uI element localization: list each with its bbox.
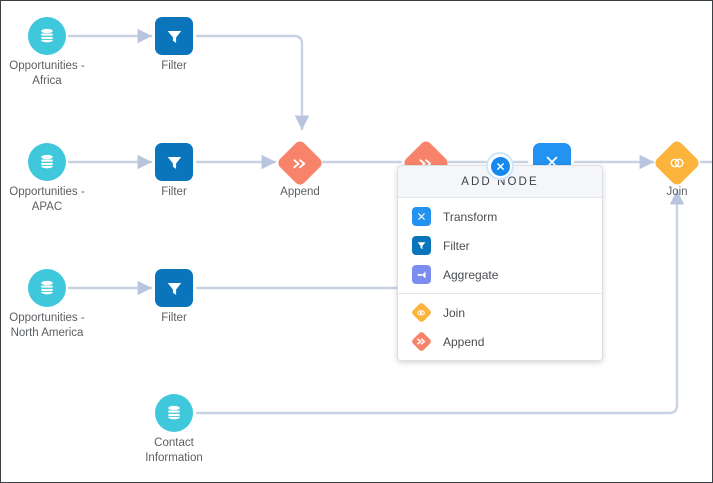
node-label: Filter: [161, 186, 187, 198]
database-icon[interactable]: [28, 143, 66, 181]
transform-icon: [412, 207, 431, 226]
append-arrows-glyph: [417, 338, 425, 345]
join-rings-glyph: [670, 158, 684, 168]
menu-item-label: Aggregate: [443, 267, 499, 282]
aggregate-icon: [412, 265, 431, 284]
funnel-glyph: [417, 242, 426, 250]
join-rings-icon: [410, 301, 433, 324]
close-popup-button[interactable]: [486, 152, 514, 180]
join-rings-icon[interactable]: [652, 138, 702, 188]
node-label: Filter: [161, 312, 187, 324]
database-icon[interactable]: [28, 269, 66, 307]
funnel-icon[interactable]: [155, 143, 193, 181]
aggregate-glyph: [417, 271, 425, 278]
funnel-glyph: [167, 282, 181, 295]
add-node-popup[interactable]: ADD NODE Transform Filter: [397, 152, 603, 361]
node-label: Append: [280, 186, 320, 198]
database-glyph: [168, 405, 180, 420]
close-x-glyph: [496, 162, 504, 170]
menu-section-combiners: Join Append: [398, 293, 602, 360]
database-icon[interactable]: [28, 17, 66, 55]
menu-item-aggregate[interactable]: Aggregate: [398, 260, 602, 289]
join-rings-glyph: [417, 310, 426, 315]
funnel-glyph: [167, 30, 181, 43]
node-label: Contact Information: [145, 437, 203, 464]
funnel-icon[interactable]: [155, 17, 193, 55]
append-arrows-glyph: [293, 158, 306, 168]
funnel-icon: [412, 236, 431, 255]
database-icon[interactable]: [155, 394, 193, 432]
menu-item-label: Append: [443, 334, 485, 349]
menu-item-join[interactable]: Join: [398, 298, 602, 327]
append-arrows-icon[interactable]: [275, 138, 325, 188]
node-label: Opportunities - APAC: [9, 186, 85, 213]
transform-glyph: [418, 213, 425, 220]
database-glyph: [41, 280, 53, 295]
node-label: Filter: [161, 60, 187, 72]
menu-item-transform[interactable]: Transform: [398, 202, 602, 231]
database-glyph: [41, 28, 53, 43]
menu-item-label: Filter: [443, 238, 470, 253]
append-arrows-icon: [410, 330, 433, 353]
close-icon: [490, 156, 510, 176]
funnel-icon[interactable]: [155, 269, 193, 307]
node-label: Join: [666, 186, 688, 198]
database-glyph: [41, 154, 53, 169]
menu-item-label: Transform: [443, 209, 498, 224]
node-label: Opportunities - North America: [9, 312, 85, 339]
funnel-glyph: [167, 156, 181, 169]
menu-section-transformations: Transform Filter Aggregate: [398, 198, 602, 293]
menu-item-label: Join: [443, 305, 466, 320]
menu-item-filter[interactable]: Filter: [398, 231, 602, 260]
menu-item-append[interactable]: Append: [398, 327, 602, 356]
edge-africa-filter-append: [195, 34, 310, 131]
node-label: Opportunities - Africa: [9, 60, 85, 87]
